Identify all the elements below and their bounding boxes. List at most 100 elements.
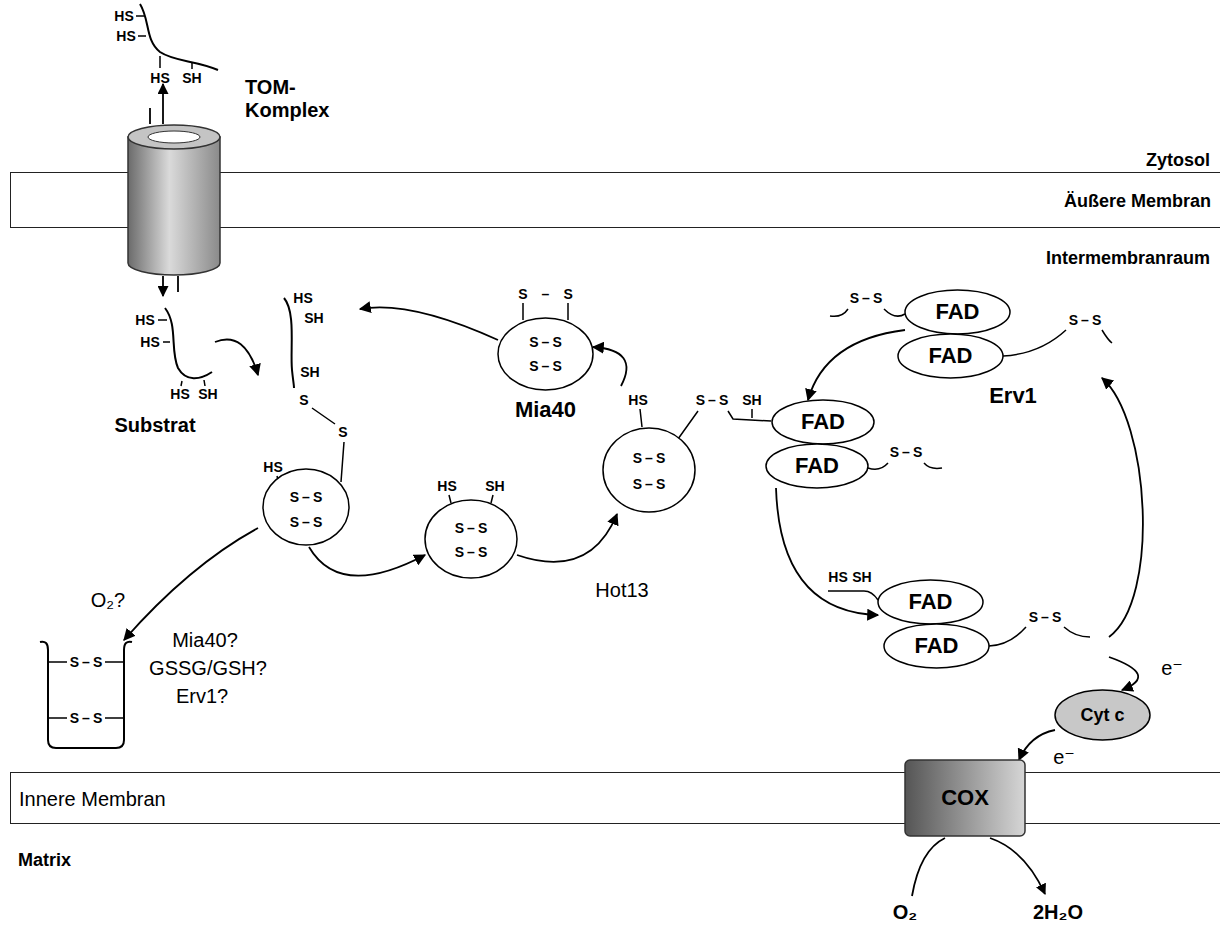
thiol-group: HS bbox=[437, 478, 456, 494]
import-line bbox=[149, 108, 151, 124]
edge-label: e⁻ bbox=[1158, 657, 1186, 680]
oxidant-note-slot: Erv1? bbox=[176, 685, 228, 708]
disulfide: S–S bbox=[847, 290, 885, 306]
disulfide-slot: S–S bbox=[452, 520, 490, 536]
erv1-shuttle-chain bbox=[1003, 330, 1112, 356]
substrate-name-slot: Substrat bbox=[114, 414, 195, 437]
cofactor-name: FAD bbox=[795, 453, 839, 478]
fad-oval: S–SFAD bbox=[905, 290, 1010, 334]
cylinder-body bbox=[128, 137, 220, 275]
cofactor-name: FAD bbox=[801, 409, 845, 434]
thiol-group-slot: HS bbox=[437, 478, 456, 494]
sulfur-atom-slot: S bbox=[299, 392, 308, 408]
oval-outline bbox=[772, 400, 874, 444]
thiol-group: HS bbox=[116, 28, 135, 44]
disulfide: S–S bbox=[1066, 312, 1104, 328]
connector-arrow bbox=[124, 528, 258, 640]
erv1-shuttle-chain bbox=[989, 627, 1090, 646]
thiol-group-slot: SH bbox=[742, 392, 761, 408]
complex-name: COX bbox=[941, 785, 989, 810]
mia40-reduced: HSSHS–SS–S bbox=[425, 500, 517, 578]
membrane-name: Innere Membran bbox=[19, 788, 166, 811]
disulfide-slot: S–S bbox=[287, 514, 325, 530]
thiol-group: SH bbox=[304, 310, 323, 326]
import-arrow bbox=[162, 276, 164, 296]
oval-outline bbox=[263, 469, 349, 545]
tom-complex-outline bbox=[128, 125, 220, 275]
oval-outline bbox=[766, 444, 868, 488]
edge-label: e⁻ bbox=[1050, 746, 1078, 769]
disulfide: S–S bbox=[452, 544, 490, 560]
mia40-complexed: HSS–SS–S bbox=[603, 386, 695, 514]
disulfide-slot: S–S bbox=[67, 654, 105, 670]
thiol-ticks bbox=[136, 16, 192, 69]
fad-oval: FADS–S bbox=[884, 624, 1109, 668]
cofactor-name-slot: FAD bbox=[929, 343, 973, 368]
cofactor-name-slot: FAD bbox=[915, 633, 959, 658]
sulfur-atom: S bbox=[299, 392, 308, 408]
disulfide-slot: S–S bbox=[693, 392, 731, 408]
thiol-group-slot: HS bbox=[263, 459, 282, 475]
disulfide: S–S bbox=[526, 334, 564, 350]
water-arrow bbox=[990, 838, 1045, 894]
disulfide: S–S bbox=[630, 450, 668, 466]
oval-outline bbox=[498, 318, 593, 390]
edge-label: Hot13 bbox=[592, 579, 651, 602]
disulfide: S–S bbox=[887, 444, 925, 460]
cytochrome-oval: Cyt c bbox=[1055, 690, 1150, 740]
thiol-group-slot: HS bbox=[135, 312, 154, 328]
oval-outline bbox=[884, 624, 989, 668]
cofactor-name: FAD bbox=[936, 299, 980, 324]
pore-opening bbox=[148, 131, 200, 143]
compartment-name: Intermembranraum bbox=[1046, 248, 1210, 269]
oxidant-note: GSSG/GSH? bbox=[149, 657, 267, 680]
oxidant-note: O₂? bbox=[91, 589, 125, 612]
connector-arrow bbox=[360, 307, 498, 340]
folded-protein: S–SS–S bbox=[38, 640, 133, 750]
sulfur-atom: S bbox=[338, 424, 347, 440]
mia40-oxidized: S–SS–SS–SMia40 bbox=[498, 318, 593, 390]
cofactor-name: FAD bbox=[915, 633, 959, 658]
erv1-shuttle-chain bbox=[830, 309, 905, 316]
oval-outline bbox=[905, 290, 1010, 334]
thiol-group-slot: HS bbox=[628, 392, 647, 408]
thiol-group: HS bbox=[114, 8, 133, 24]
disulfide-slot: S–S bbox=[1066, 312, 1104, 328]
thiol-group: HS bbox=[628, 392, 647, 408]
thiol-group-slot: HS bbox=[114, 8, 133, 24]
disulfide-slot: S–S bbox=[452, 544, 490, 560]
disulfide-slot: S–S bbox=[630, 450, 668, 466]
connector-arrow bbox=[1102, 378, 1143, 637]
cofactor-name: FAD bbox=[929, 343, 973, 368]
cofactor-name-slot: FAD bbox=[909, 589, 953, 614]
membrane-name-slot: Innere Membran bbox=[19, 788, 166, 811]
protein-name: Mia40 bbox=[515, 397, 576, 422]
disulfide: S–S bbox=[67, 654, 105, 670]
cylinder-top bbox=[128, 125, 220, 149]
disulfide: S–S bbox=[287, 514, 325, 530]
thiol-group-slot: SH bbox=[304, 310, 323, 326]
disulfide: S–S bbox=[504, 286, 586, 302]
erv1-shuttle-chain bbox=[728, 409, 771, 421]
fad-oval: S–SSHFAD bbox=[772, 400, 874, 444]
connector-arrow bbox=[776, 488, 878, 615]
oxygen-line bbox=[912, 838, 945, 896]
disulfide-slot: S–S bbox=[287, 489, 325, 505]
molecule-name-slot: O₂ bbox=[893, 901, 917, 924]
protein-backbone bbox=[40, 642, 132, 748]
protein-name-slot: Cyt c bbox=[1080, 705, 1124, 726]
mixed-disulfide-intermediate: HSSHSHSSHSS–SS–S bbox=[258, 282, 360, 547]
membrane-band: Innere Membran bbox=[10, 772, 1220, 824]
edge-label-slot: Hot13 bbox=[592, 579, 651, 602]
connector-arrow bbox=[808, 330, 905, 400]
complex-name-slot: TOM-Komplex bbox=[245, 76, 340, 122]
peptide-chain bbox=[140, 4, 218, 70]
sulfur-atom-slot: S bbox=[338, 424, 347, 440]
thiol-group-slot: SH bbox=[182, 70, 201, 86]
mia40-oxidized-outline bbox=[498, 318, 593, 390]
disulfide-slot: S–S bbox=[526, 358, 564, 374]
connector-arrow bbox=[517, 514, 617, 562]
thiol-group: SH bbox=[742, 392, 761, 408]
thiol-group: SH bbox=[300, 364, 319, 380]
oxidant-note-slot: O₂? bbox=[91, 589, 125, 612]
